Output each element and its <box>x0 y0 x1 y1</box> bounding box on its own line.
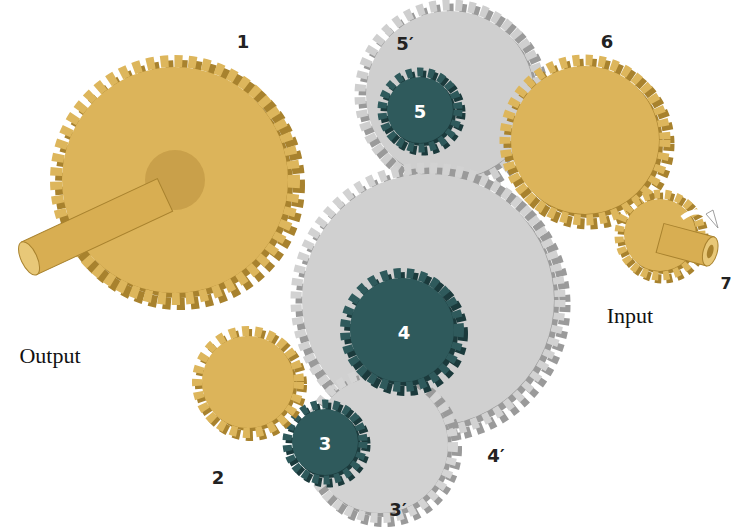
gear <box>56 61 299 304</box>
callout-number: 7 <box>720 276 731 292</box>
output-shaft <box>14 179 172 278</box>
callout-number: 3 <box>319 435 332 453</box>
gear <box>382 72 461 151</box>
callout-number: 3′ <box>389 501 406 519</box>
rotation-arrow-head <box>706 210 718 228</box>
gear <box>197 331 302 436</box>
gear <box>307 372 457 522</box>
callout-number: 5′ <box>396 35 413 53</box>
gear <box>505 60 669 224</box>
callout-number: 6 <box>601 33 614 51</box>
gear <box>345 273 463 391</box>
input-shaft <box>656 224 721 268</box>
callout-number: 5 <box>414 103 427 121</box>
shaft-label: Output <box>19 345 80 367</box>
callout-number: 1 <box>237 33 250 51</box>
gear <box>287 404 366 483</box>
callout-number: 4′ <box>487 447 504 465</box>
callout-number: 4 <box>398 324 411 342</box>
callout-number: 2 <box>212 469 225 487</box>
shaft-label: Input <box>607 305 653 327</box>
